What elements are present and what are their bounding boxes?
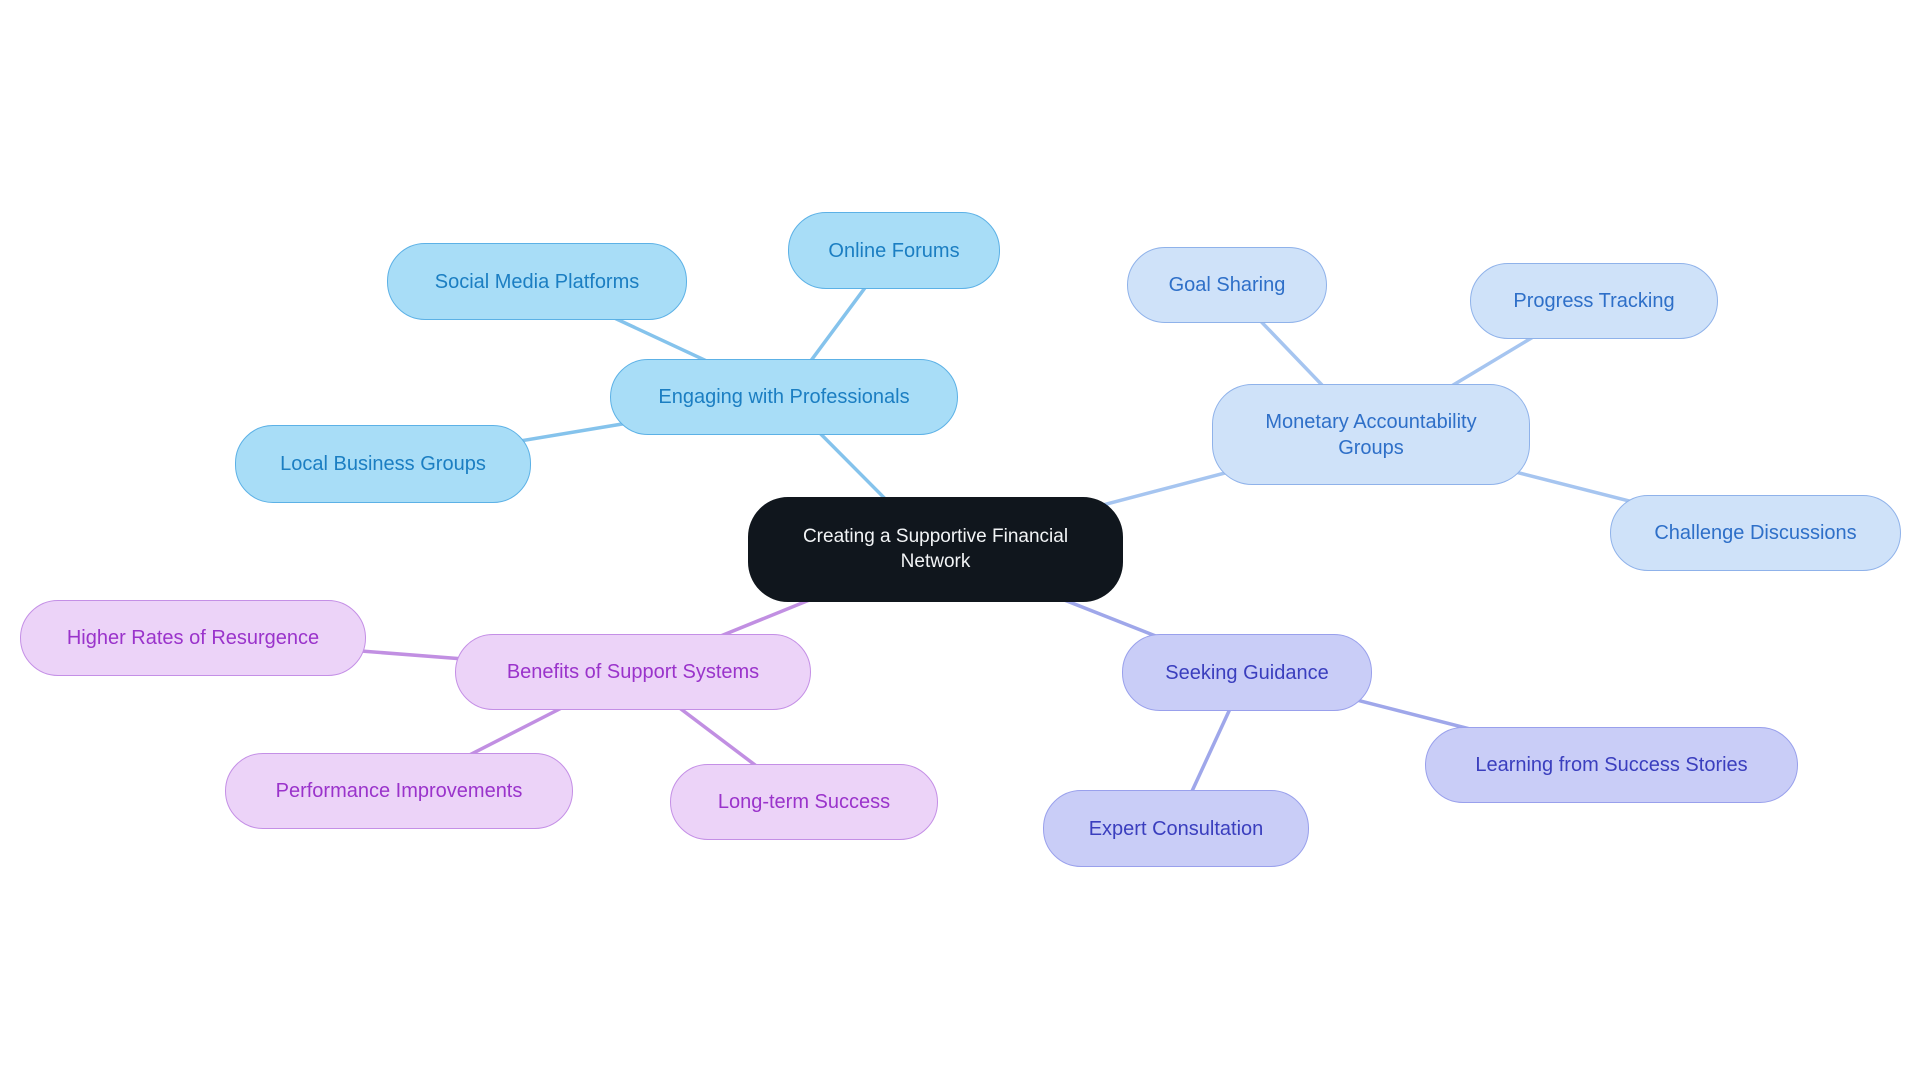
node-label: Monetary Accountability Groups: [1265, 410, 1477, 459]
node-higher-rates-of-resurgence[interactable]: Higher Rates of Resurgence: [20, 600, 366, 676]
node-label: Seeking Guidance: [1165, 661, 1329, 684]
node-monetary-accountability-groups[interactable]: Monetary Accountability Groups: [1212, 384, 1530, 485]
node-label: Engaging with Professionals: [658, 386, 910, 408]
node-local-business-groups[interactable]: Local Business Groups: [235, 425, 531, 503]
node-label: Social Media Platforms: [434, 270, 640, 293]
node-online-forums[interactable]: Online Forums: [788, 212, 1000, 289]
node-social-media-platforms[interactable]: Social Media Platforms: [387, 243, 687, 320]
node-label: Local Business Groups: [280, 453, 486, 475]
node-label: Goal Sharing: [1168, 274, 1286, 296]
node-label: Performance Improvements: [275, 780, 523, 802]
node-label: Online Forums: [828, 239, 960, 262]
node-root-label: Creating a Supportive Financial Network: [802, 525, 1069, 572]
node-benefits-of-support-systems[interactable]: Benefits of Support Systems: [455, 634, 811, 710]
node-expert-consultation[interactable]: Expert Consultation: [1043, 790, 1309, 867]
node-label: Progress Tracking: [1513, 290, 1675, 312]
node-label: Expert Consultation: [1088, 817, 1264, 840]
node-challenge-discussions[interactable]: Challenge Discussions: [1610, 495, 1901, 571]
node-goal-sharing[interactable]: Goal Sharing: [1127, 247, 1327, 323]
node-root[interactable]: Creating a Supportive Financial Network: [748, 497, 1123, 602]
node-label: Challenge Discussions: [1654, 522, 1857, 544]
node-label: Benefits of Support Systems: [506, 661, 760, 683]
node-long-term-success[interactable]: Long-term Success: [670, 764, 938, 840]
node-label: Higher Rates of Resurgence: [66, 627, 320, 649]
node-engaging-with-professionals[interactable]: Engaging with Professionals: [610, 359, 958, 435]
node-progress-tracking[interactable]: Progress Tracking: [1470, 263, 1718, 339]
node-seeking-guidance[interactable]: Seeking Guidance: [1122, 634, 1372, 711]
node-performance-improvements[interactable]: Performance Improvements: [225, 753, 573, 829]
node-learning-from-success-stories[interactable]: Learning from Success Stories: [1425, 727, 1798, 803]
node-label: Long-term Success: [717, 791, 891, 813]
node-label: Learning from Success Stories: [1475, 754, 1748, 776]
